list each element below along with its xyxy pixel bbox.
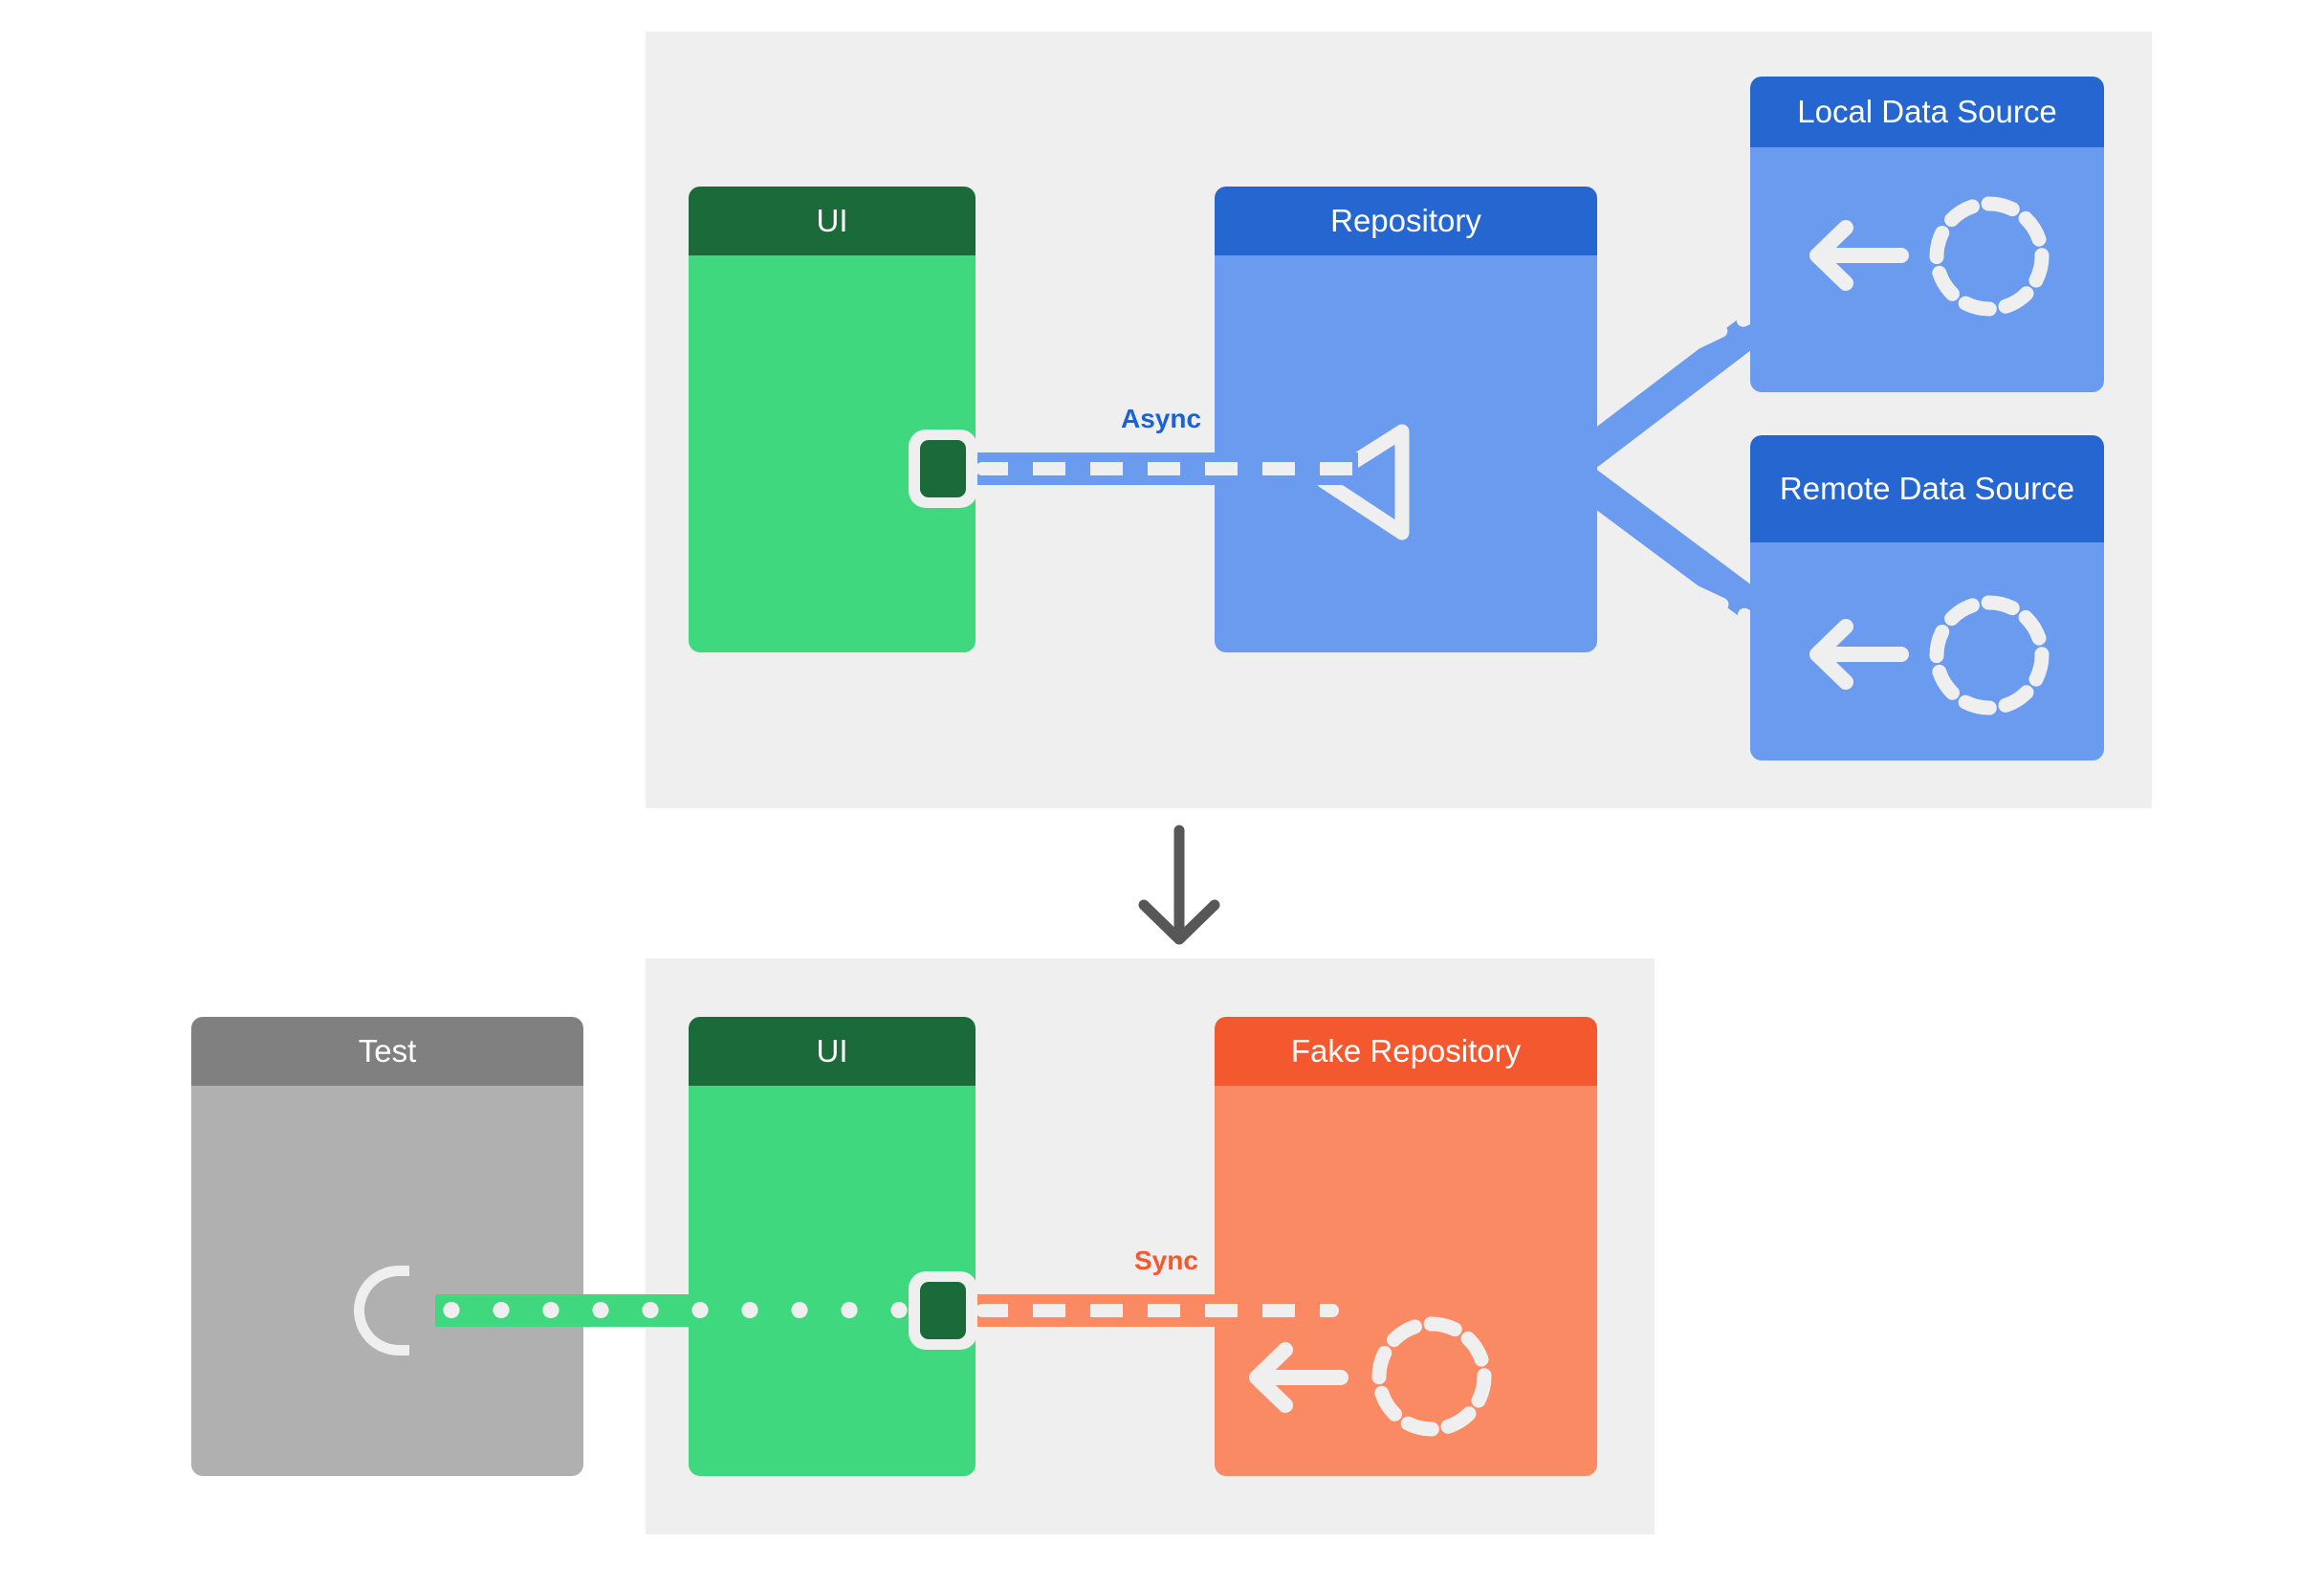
ball-inner-fill	[920, 440, 966, 497]
card-local-data-source[interactable]: Local Data Source	[1750, 77, 2104, 392]
ball-inner-fill	[920, 1282, 966, 1339]
card-body-fake-repository	[1215, 1086, 1597, 1476]
card-fake-repository[interactable]: Fake Repository	[1215, 1017, 1597, 1476]
arrow-left-icon	[1809, 220, 1909, 291]
async-link-label: Async	[1111, 402, 1212, 436]
card-ui-test[interactable]: UI	[689, 1017, 976, 1476]
ball-rounded-square-icon	[909, 1271, 977, 1350]
dashed-circle-icon	[1371, 1316, 1492, 1437]
card-body-local-data-source	[1750, 147, 2104, 392]
socket-half-circle-icon	[354, 1266, 409, 1356]
arrow-left-icon	[1249, 1342, 1348, 1413]
card-title-remote-data-source: Remote Data Source	[1750, 435, 2104, 542]
sync-link-label: Sync	[1125, 1244, 1208, 1278]
test-to-ui-dots	[435, 1302, 932, 1318]
triangle-left-icon	[1316, 424, 1410, 540]
card-remote-data-source[interactable]: Remote Data Source	[1750, 435, 2104, 760]
card-title-ui-production: UI	[689, 187, 976, 255]
card-title-fake-repository: Fake Repository	[1215, 1017, 1597, 1086]
dashed-circle-icon	[1929, 595, 2050, 716]
ball-rounded-square-icon	[909, 430, 977, 508]
card-title-local-data-source: Local Data Source	[1750, 77, 2104, 147]
card-ui-production[interactable]: UI	[689, 187, 976, 652]
card-repository[interactable]: Repository	[1215, 187, 1597, 652]
card-body-remote-data-source	[1750, 542, 2104, 760]
sync-link-dashes	[976, 1304, 1339, 1317]
card-title-ui-test: UI	[689, 1017, 976, 1086]
card-title-repository: Repository	[1215, 187, 1597, 255]
arrow-down-icon	[1138, 825, 1220, 945]
card-test[interactable]: Test	[191, 1017, 583, 1476]
card-title-test: Test	[191, 1017, 583, 1086]
dashed-circle-icon	[1929, 196, 2050, 317]
arrow-left-icon	[1809, 619, 1909, 690]
async-link-dashes	[976, 462, 1358, 475]
